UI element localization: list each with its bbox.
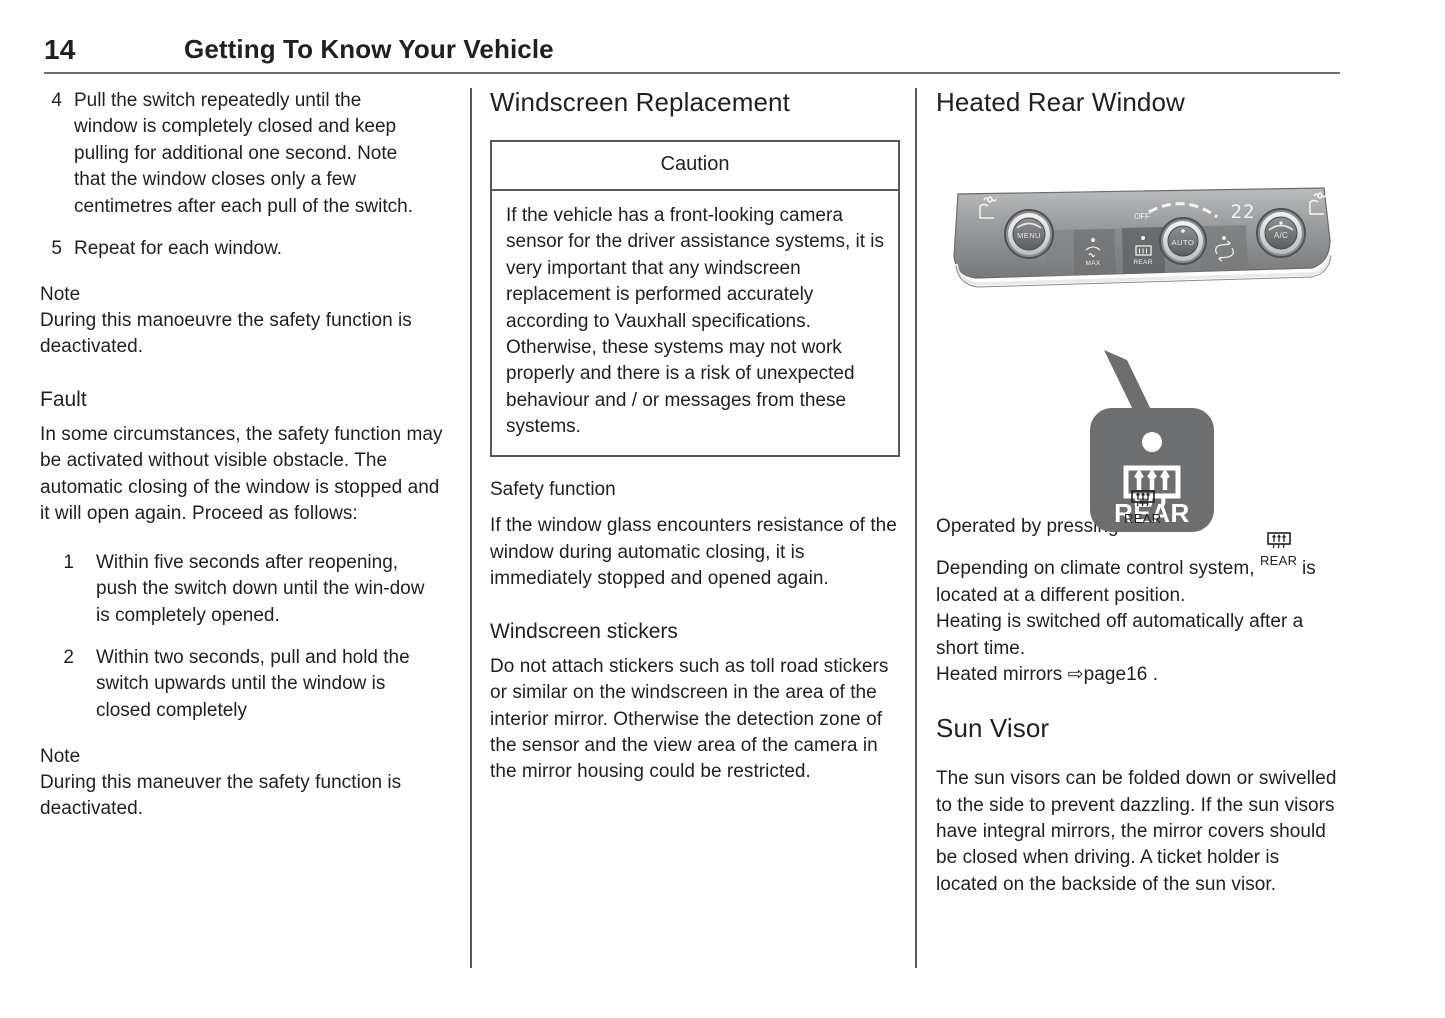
switched-off-text: Heating is switched off automatically af… [936, 611, 1304, 659]
fault-intro-text: In some circumstances, the safety functi… [40, 424, 443, 525]
column-two: Windscreen Replacement Caution If the ve… [490, 87, 900, 786]
rear-defrost-icon [1130, 489, 1156, 515]
caution-box: Caution If the vehicle has a front-looki… [490, 139, 900, 457]
operated-prefix: Operated by pressing [936, 515, 1124, 537]
windscreen-stickers-heading: Windscreen stickers [490, 619, 678, 643]
column-divider-2 [915, 88, 917, 968]
rear-defrost-icon [1266, 531, 1292, 557]
note-text: During this manoeuvre the safety functio… [40, 310, 412, 358]
svg-text:22: 22 [1231, 201, 1256, 223]
header-rule [44, 72, 1340, 74]
heated-mirrors-reference: Heated mirrors ⇨page16 . [936, 662, 1346, 688]
page-number: 14 [44, 34, 76, 65]
fault-heading: Fault [40, 387, 87, 411]
temperature-display: 22 [1231, 201, 1256, 223]
heated-rear-window-illustration: MENU MAX REAR [936, 140, 1346, 532]
rear-glyph-label: REAR [1259, 553, 1298, 569]
svg-text:AUTO: AUTO [1172, 238, 1195, 247]
ac-knob: A/C [1256, 207, 1306, 258]
rear-defrost-icon [1123, 465, 1181, 507]
windscreen-stickers-text: Do not attach stickers such as toll road… [490, 655, 889, 783]
svg-text:A/C: A/C [1274, 231, 1288, 240]
svg-text:MAX: MAX [1086, 260, 1101, 267]
safety-function-heading: Safety function [490, 478, 616, 500]
rear-button-led [1142, 431, 1162, 452]
list-item: 2 Within two seconds, pull and hold the … [40, 645, 452, 724]
page-title: Getting To Know Your Vehicle [184, 34, 554, 64]
windscreen-replacement-heading: Windscreen Replacement [490, 87, 790, 117]
climate-control-panel-image: MENU MAX REAR [953, 187, 1332, 288]
off-label: OFF [1134, 212, 1150, 221]
caution-heading: Caution [492, 142, 898, 191]
callout-leader-line [1104, 349, 1154, 416]
page-header: 14 Getting To Know Your Vehicle [44, 34, 1340, 78]
depending-prefix: Depending on climate control system, [936, 558, 1260, 580]
list-item: 4 Pull the switch repeatedly until the w… [40, 88, 452, 220]
steps-continued-list: 4 Pull the switch repeatedly until the w… [40, 88, 452, 262]
list-item-text: Repeat for each window. [74, 238, 283, 260]
note-text: During this maneuver the safety function… [40, 771, 402, 820]
heated-mirrors-page-ref[interactable]: page16 [1083, 663, 1148, 685]
list-item: 5 Repeat for each window. [40, 236, 452, 262]
svg-text:REAR: REAR [1133, 259, 1152, 266]
depending-on-climate-text: Depending on climate control system, REA… [936, 532, 1346, 609]
list-item: 1 Within five seconds after reopening, p… [40, 550, 452, 629]
safety-function-text: If the window glass encounters resistanc… [490, 515, 897, 590]
heated-mirrors-prefix: Heated mirrors [936, 663, 1068, 685]
heated-rear-window-heading: Heated Rear Window [936, 87, 1185, 117]
rear-inline-glyph: REAR [1260, 532, 1302, 574]
rear-button-callout: REAR [1090, 349, 1214, 532]
seat-heater-left-icon [979, 196, 997, 219]
sun-visor-heading: Sun Visor [936, 713, 1050, 744]
column-divider-1 [470, 88, 472, 968]
caution-text: If the vehicle has a front-looking camer… [506, 204, 885, 438]
menu-knob: MENU [1004, 208, 1054, 259]
list-item-number: 5 [51, 238, 62, 260]
seat-heater-right-icon [1309, 192, 1327, 215]
column-three: Heated Rear Window [936, 87, 1346, 898]
max-defrost-button: MAX [1086, 237, 1101, 267]
list-item-text: Within five seconds after reopening, pus… [96, 551, 425, 626]
blower-level-arc [1148, 201, 1218, 219]
rear-inline-glyph: REAR [1124, 490, 1166, 532]
note-heading: Note [40, 284, 81, 306]
list-item-text: Within two seconds, pull and hold the sw… [96, 646, 410, 721]
heated-mirrors-suffix: . [1147, 663, 1159, 685]
fault-steps-list: 1 Within five seconds after reopening, p… [40, 550, 452, 724]
auto-knob: AUTO [1159, 216, 1207, 265]
rear-glyph-label: REAR [1124, 510, 1162, 526]
sun-visor-text: The sun visors can be folded down or swi… [936, 768, 1337, 895]
list-item-text: Pull the switch repeatedly until the win… [74, 90, 413, 217]
list-item-number: 4 [51, 90, 62, 111]
reference-arrow-icon: ⇨ [1067, 663, 1084, 685]
rear-defrost-button: REAR [1133, 235, 1152, 266]
depending-rest: is located at a different position. [936, 558, 1316, 606]
list-item-number: 1 [63, 551, 74, 573]
svg-text:MENU: MENU [1017, 231, 1041, 240]
list-item-number: 2 [63, 646, 74, 668]
air-recirculation-button [1215, 235, 1234, 262]
rear-button-label: REAR [1114, 498, 1190, 528]
note-heading: Note [40, 746, 81, 768]
column-one: 4 Pull the switch repeatedly until the w… [40, 88, 452, 823]
